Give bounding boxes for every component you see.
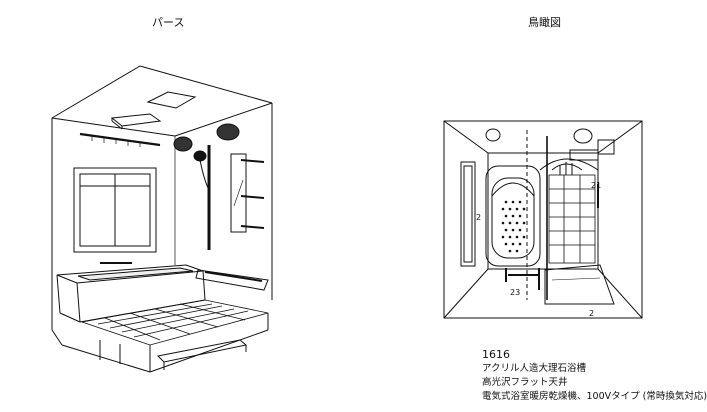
- spec-line-ceiling: 高光沢フラット天井: [482, 377, 568, 388]
- plan-window: [460, 161, 476, 267]
- plan-inner-frame: [487, 152, 599, 270]
- room-outline: [51, 65, 273, 346]
- towel-bar: [79, 132, 161, 147]
- plan-handrail: [505, 184, 599, 290]
- spec-line-heater: 電気式浴室暖房乾燥機、100Vタイプ (常時換気対応): [482, 391, 707, 402]
- plan-bathtub: [485, 165, 541, 267]
- bathroom-heater: [110, 113, 162, 130]
- plan-view-title: 鳥瞰図: [528, 16, 561, 29]
- speaker-right: [216, 123, 240, 141]
- perspective-title: パース: [152, 16, 185, 29]
- window: [73, 167, 157, 253]
- dimension-label-entrance: 2: [589, 309, 594, 318]
- plan-faucet: [569, 139, 615, 161]
- plan-floor-grid: [548, 174, 596, 264]
- spec-line-bathtub: アクリル人造大理石浴槽: [482, 363, 587, 374]
- shelf-set: [240, 159, 265, 229]
- plan-speaker-right: [573, 128, 593, 144]
- tub-faucet: [195, 269, 269, 291]
- mirror: [230, 153, 247, 233]
- plan-speaker-left: [485, 128, 501, 142]
- dimension-label-bottom: 23: [510, 288, 520, 297]
- dimension-label-left: 2: [476, 213, 481, 222]
- plan-entrance: [544, 264, 615, 305]
- plan-drawing: 2 21 23 2: [443, 120, 643, 319]
- plan-counter: [539, 158, 599, 175]
- tub-textured-floor: [501, 200, 526, 253]
- dimension-label-right: 21: [591, 181, 601, 190]
- ceiling-panel: [146, 91, 197, 109]
- speaker-left: [173, 136, 193, 152]
- plan-outer-frame: [443, 120, 643, 319]
- plan-corner-lines: [443, 120, 643, 319]
- perspective-drawing: [51, 65, 273, 373]
- floor-grating: [81, 299, 269, 346]
- shower-slide-bar: [193, 145, 211, 250]
- unit-base: [61, 313, 269, 373]
- model-number: 1616: [482, 348, 510, 361]
